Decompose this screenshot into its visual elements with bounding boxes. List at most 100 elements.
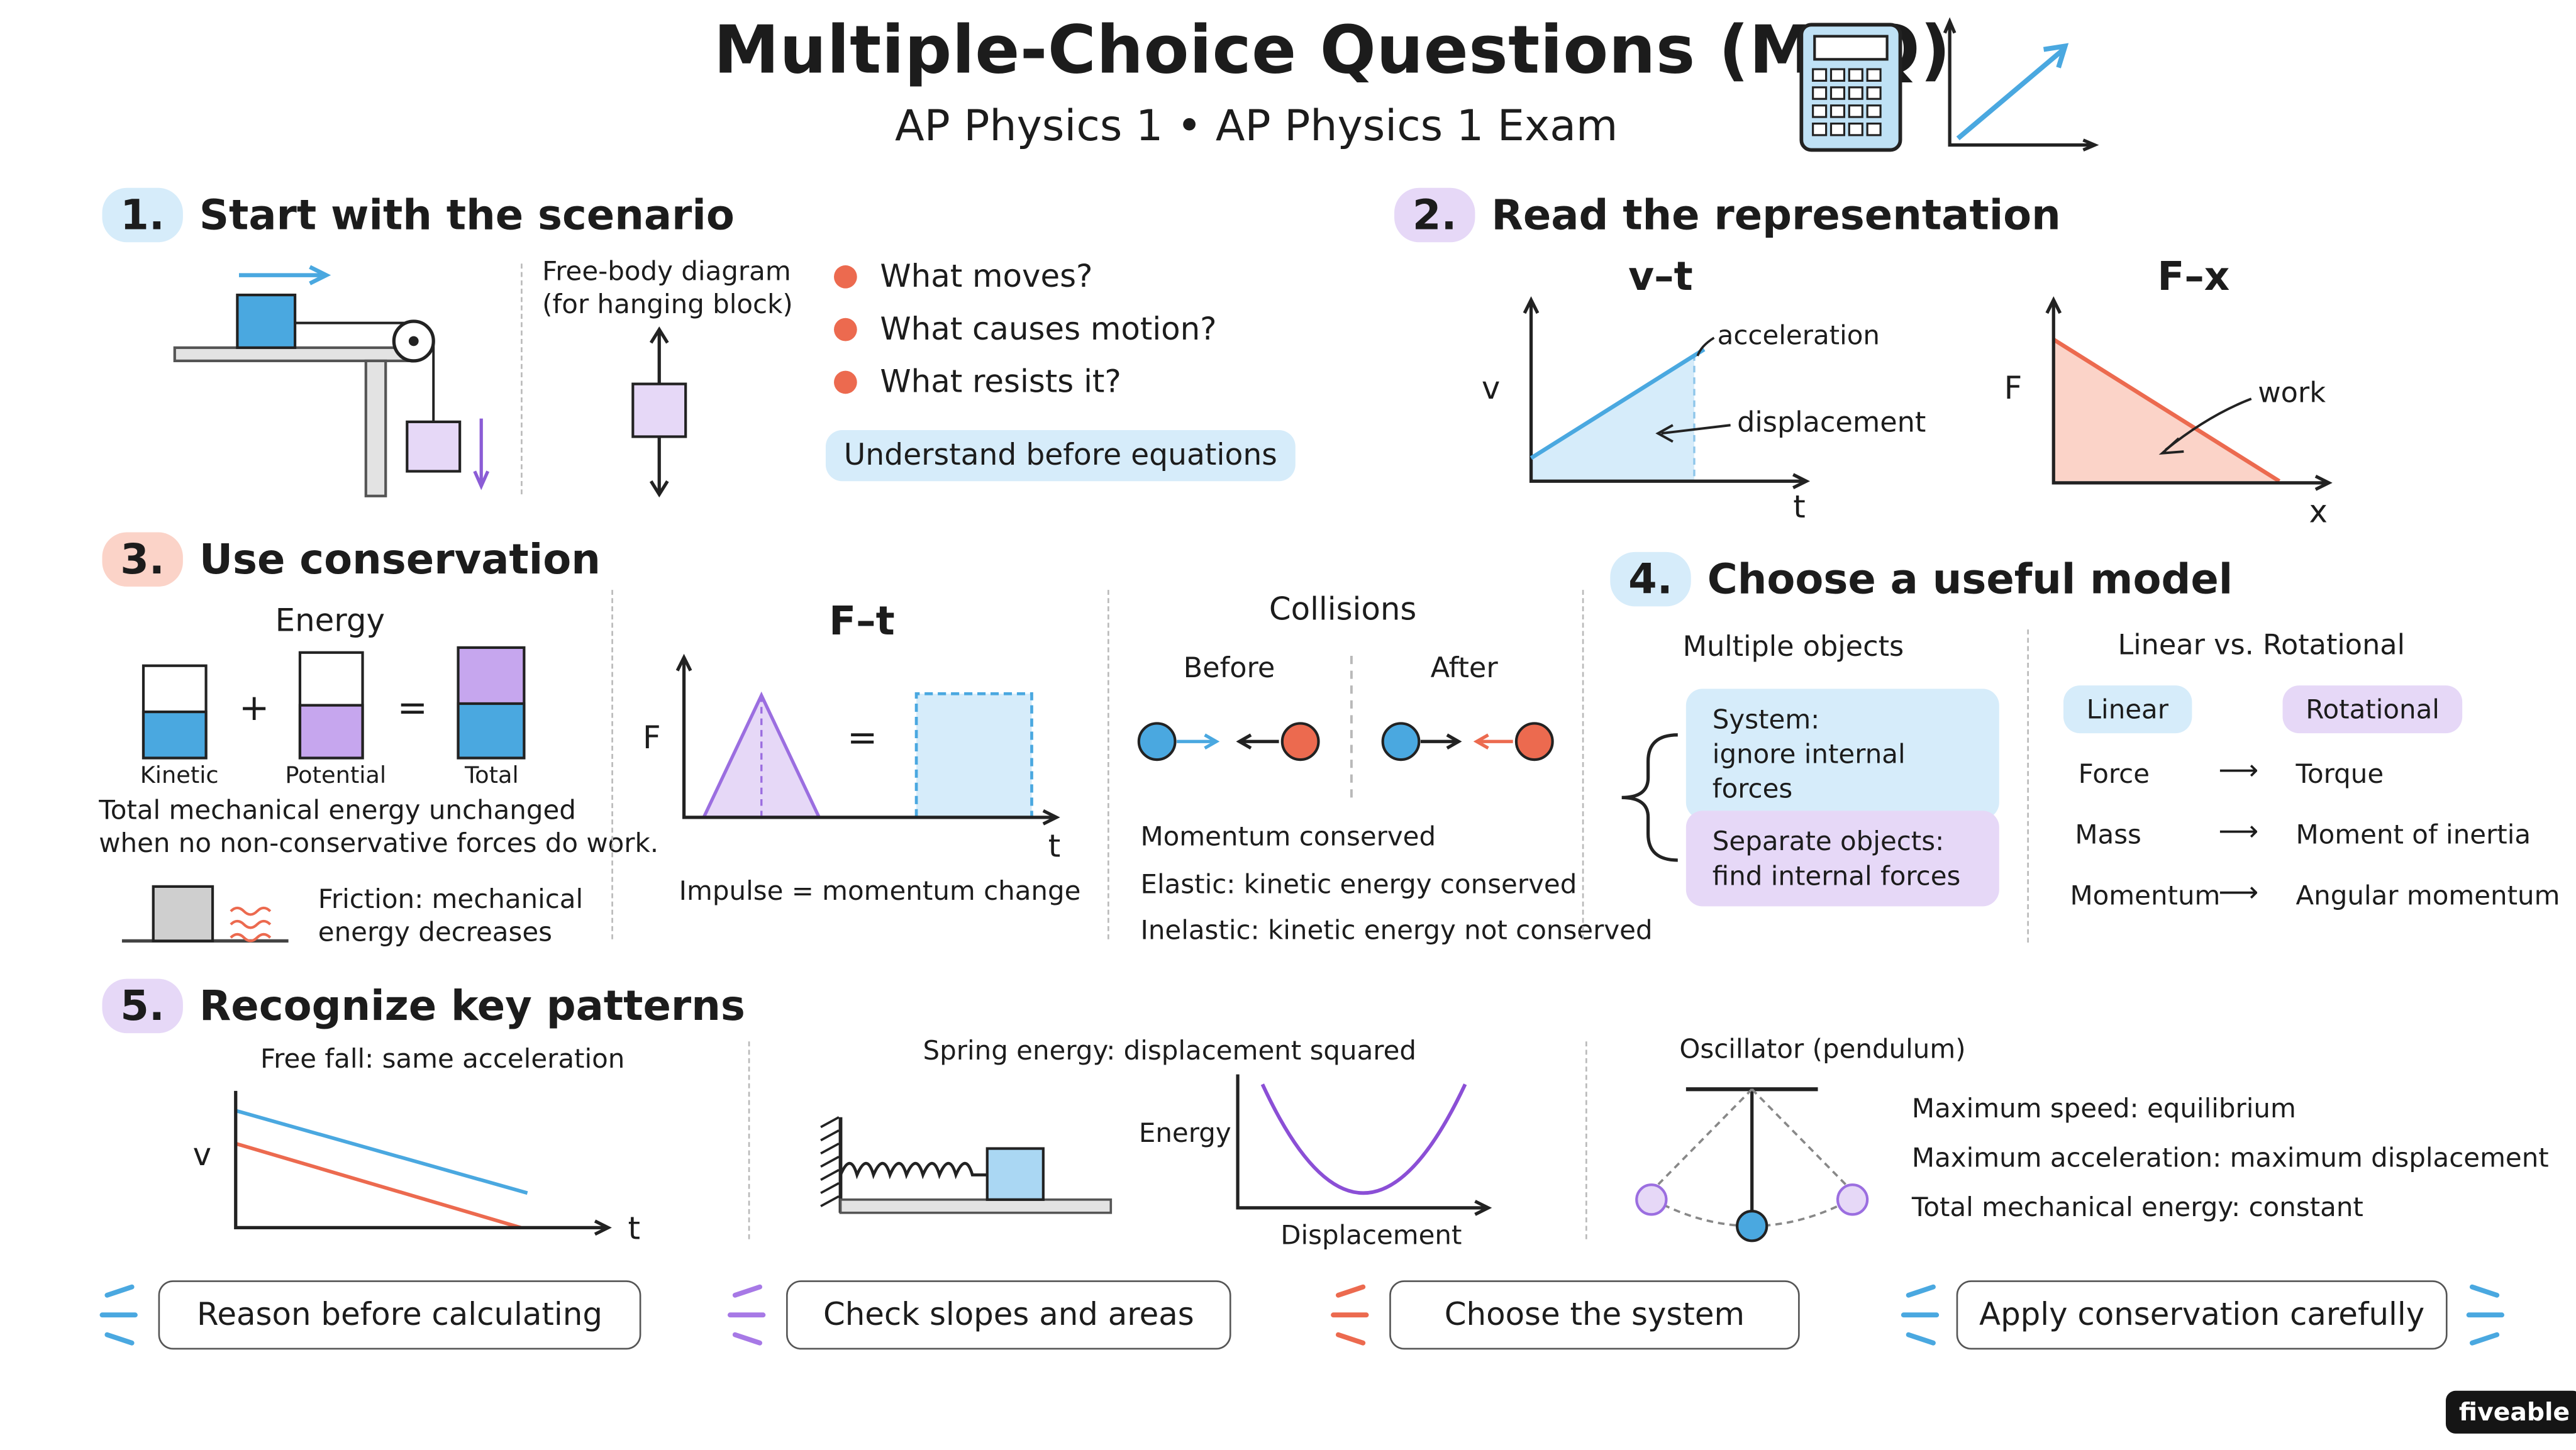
page-title: Multiple-Choice Questions (MCQ) (713, 13, 1951, 89)
ft-xlabel: t (1048, 829, 1061, 865)
arrow-right-icon: ⟶ (2218, 877, 2259, 910)
linear-tag: Linear (2063, 685, 2192, 734)
friction-note-1: Friction: mechanical (318, 883, 584, 915)
graph-arrow-icon (1943, 17, 2099, 152)
vt-annotation-slope: acceleration (1717, 319, 1880, 351)
tagline-pill: Understand before equations (825, 429, 1296, 482)
section-5-title: Recognize key patterns (199, 982, 745, 1030)
divider (2027, 629, 2029, 943)
fx-graph-title: F–x (2157, 253, 2230, 300)
bar-label-kinetic: Kinetic (140, 763, 219, 790)
lin-rot-linear: Momentum (2070, 880, 2221, 912)
collision-line-1: Momentum conserved (1140, 821, 1436, 852)
equals-sign: = (397, 689, 428, 730)
oscillator-line-2: Maximum acceleration: maximum displaceme… (1911, 1142, 2549, 1173)
calculator-icon (1799, 23, 1902, 152)
energy-title: Energy (275, 603, 385, 639)
choose-system-button[interactable]: Choose the system (1389, 1280, 1800, 1350)
wave-icon (230, 906, 272, 943)
divider (521, 263, 523, 495)
oscillator-title: Oscillator (pendulum) (1679, 1033, 1966, 1065)
friction-note-2: energy decreases (318, 916, 552, 948)
spring-title: Spring energy: displacement squared (923, 1034, 1417, 1066)
section-4-number: 4. (1610, 551, 1691, 607)
fx-ylabel: F (2004, 370, 2023, 407)
bar-label-potential: Potential (285, 763, 387, 790)
section-2-heading: 2. Read the representation (1394, 187, 2061, 243)
section-3-title: Use conservation (199, 535, 601, 584)
divider (1585, 1041, 1587, 1239)
section-2-number: 2. (1394, 187, 1475, 243)
lin-rot-rotational: Torque (2296, 758, 2384, 790)
fbd-label-2: (for hanging block) (542, 288, 793, 320)
lin-rot-rotational: Moment of inertia (2296, 819, 2531, 851)
section-2-title: Read the representation (1491, 191, 2061, 239)
brand-logo: fiveable (2445, 1390, 2576, 1434)
fx-annotation-area: work (2258, 377, 2326, 411)
oscillator-line-1: Maximum speed: equilibrium (1911, 1092, 2296, 1124)
oscillator-line-3: Total mechanical energy: constant (1911, 1191, 2363, 1223)
section-1-heading: 1. Start with the scenario (102, 187, 735, 243)
bullet-dot (834, 318, 857, 341)
bullet-dot (834, 265, 857, 289)
section-1-number: 1. (102, 187, 183, 243)
ft-equals-sign: = (847, 718, 878, 760)
collisions-title: Collisions (1269, 591, 1417, 628)
lin-rot-title: Linear vs. Rotational (2118, 629, 2405, 663)
fbd-label-1: Free-body diagram (542, 255, 791, 287)
section-5-number: 5. (102, 978, 183, 1034)
plus-sign: + (238, 689, 270, 730)
separate-objects-option: Separate objects: find internal forces (1685, 811, 1999, 907)
collision-line-2: Elastic: kinetic energy conserved (1140, 868, 1577, 900)
question-item: What causes motion? (834, 311, 1217, 348)
freefall-title: Free fall: same acceleration (260, 1043, 625, 1075)
bullet-dot (834, 370, 857, 394)
lin-rot-rotational: Angular momentum (2296, 880, 2560, 912)
section-3-heading: 3. Use conservation (102, 532, 601, 587)
divider (1582, 590, 1584, 939)
collision-before-label: Before (1183, 652, 1275, 686)
spring-ylabel: Energy (1138, 1117, 1231, 1149)
check-slopes-button[interactable]: Check slopes and areas (786, 1280, 1231, 1350)
divider (1108, 590, 1109, 939)
ft-ylabel: F (643, 720, 661, 756)
divider (748, 1041, 750, 1239)
vt-graph-title: v–t (1628, 253, 1693, 300)
system-model-option: System: ignore internal forces (1685, 689, 1999, 819)
section-3-number: 3. (102, 532, 183, 587)
divider (611, 590, 613, 939)
lin-rot-linear: Force (2078, 758, 2150, 790)
vt-xlabel: t (1793, 489, 1806, 526)
collision-after-label: After (1430, 652, 1498, 686)
reason-before-calculating-button[interactable]: Reason before calculating (158, 1280, 641, 1350)
energy-note-1: Total mechanical energy unchanged (99, 794, 576, 826)
vt-annotation-area: displacement (1737, 407, 1926, 440)
rotational-tag: Rotational (2282, 685, 2463, 734)
section-4-heading: 4.Choose a useful model (1610, 551, 2233, 607)
spring-xlabel: Displacement (1280, 1219, 1462, 1251)
section-1-title: Start with the scenario (199, 191, 735, 239)
apply-conservation-button[interactable]: Apply conservation carefully (1956, 1280, 2448, 1350)
vt-ylabel: v (1481, 370, 1501, 407)
question-item: What moves? (834, 258, 1092, 295)
multiple-objects-label: Multiple objects (1682, 631, 1904, 665)
collision-line-3: Inelastic: kinetic energy not conserved (1140, 914, 1653, 946)
fx-xlabel: x (2309, 494, 2328, 531)
freefall-ylabel: v (192, 1137, 212, 1173)
page-subtitle: AP Physics 1 • AP Physics 1 Exam (894, 102, 1618, 152)
energy-note-2: when no non-conservative forces do work. (99, 827, 659, 859)
section-5-heading: 5. Recognize key patterns (102, 978, 745, 1034)
